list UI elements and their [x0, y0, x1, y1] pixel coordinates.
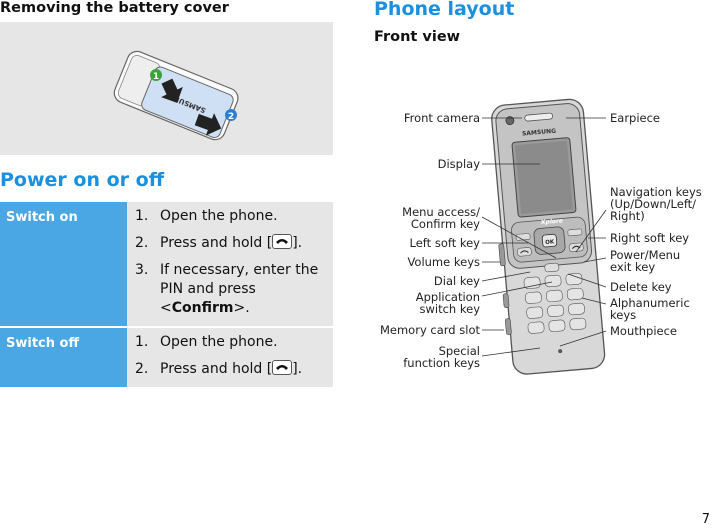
label-special-function: Special function keys: [403, 344, 480, 370]
phone-layout-title: Phone layout: [374, 0, 515, 20]
label-earpiece: Earpiece: [610, 111, 661, 125]
step-item: 2. Press and hold [].: [135, 360, 303, 377]
battery-figure: SAMSUNG 1 2: [0, 22, 333, 155]
battery-section-title: Removing the battery cover: [0, 0, 229, 16]
table-head-switch-on: Switch on: [0, 202, 127, 327]
table-row-switch-on: Switch on 1. Open the phone. 2. Press an…: [0, 202, 333, 328]
step-item: 1. Open the phone.: [135, 208, 278, 224]
label-dial-key: Dial key: [433, 274, 480, 288]
label-delete-key: Delete key: [610, 280, 672, 294]
power-table: Switch on 1. Open the phone. 2. Press an…: [0, 202, 333, 387]
phone-front-illustration: SAMSUNG OK Xplore: [491, 98, 606, 375]
front-view-subtitle: Front view: [374, 29, 461, 45]
label-navigation-keys: Navigation keys (Up/Down/Left/ Right): [610, 185, 702, 223]
label-display: Display: [437, 157, 480, 171]
label-power-menu-exit: Power/Menu exit key: [610, 248, 681, 274]
label-memory-card-slot: Memory card slot: [379, 323, 480, 337]
phone-brand-text: SAMSUNG: [522, 128, 557, 138]
table-row-switch-off: Switch off 1. Open the phone. 2. Press a…: [0, 326, 333, 387]
label-alphanumeric-keys: Alphanumeric keys: [610, 296, 690, 322]
ok-key-label: OK: [545, 239, 555, 246]
label-front-camera: Front camera: [403, 111, 480, 125]
svg-text:2: 2: [228, 112, 234, 122]
label-volume-keys: Volume keys: [407, 255, 480, 269]
step-item: 2. Press and hold [].: [135, 234, 303, 251]
label-menu-access: Menu access/ Confirm key: [402, 205, 480, 231]
label-application-switch: Application switch key: [415, 290, 480, 316]
table-head-switch-off: Switch off: [0, 326, 127, 387]
page-number: 7: [701, 512, 710, 527]
step-item: 3. If necessary, enter the PIN and press…: [135, 262, 319, 316]
end-key-icon: [272, 360, 293, 375]
label-left-soft-key: Left soft key: [409, 236, 480, 250]
label-mouthpiece: Mouthpiece: [610, 324, 678, 338]
power-section-title: Power on or off: [0, 169, 165, 191]
label-right-soft-key: Right soft key: [610, 231, 690, 245]
step-marker-2: [225, 109, 237, 121]
end-key-icon: [272, 234, 293, 249]
step-marker-1: [150, 69, 162, 81]
svg-text:1: 1: [153, 72, 159, 82]
battery-cover-illustration: SAMSUNG 1 2: [113, 50, 239, 141]
slider-brand-text: Xplore: [540, 217, 564, 226]
step-item: 1. Open the phone.: [135, 334, 278, 350]
